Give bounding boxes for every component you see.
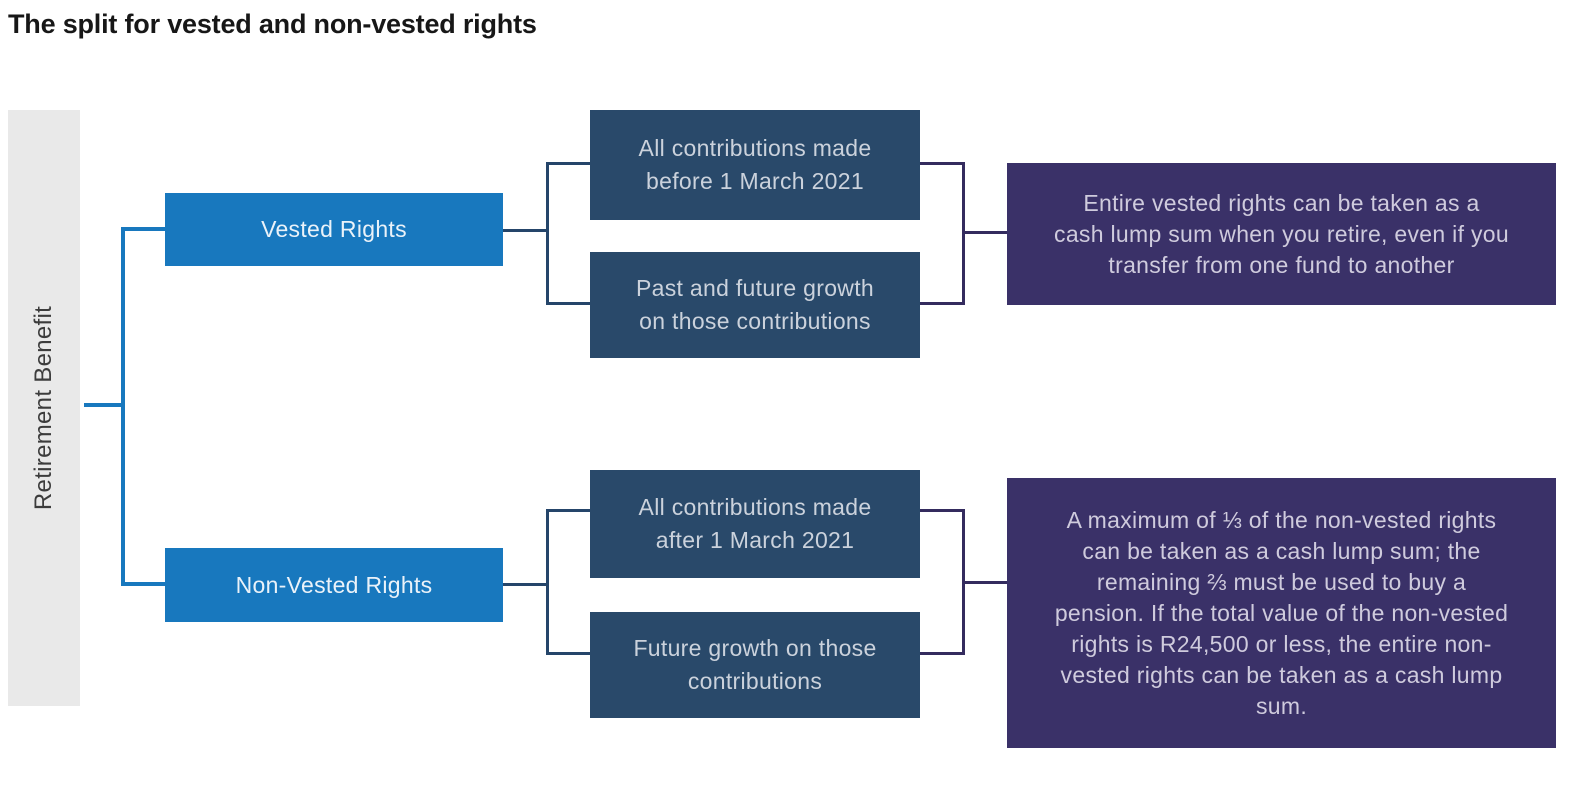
non-vested-component-1-node: All contributions made after 1 March 202… — [590, 470, 920, 578]
non-vested-merge-vertical-line — [962, 509, 965, 655]
vested-component-2-node: Past and future growth on those contribu… — [590, 252, 920, 358]
vested-component-1-merge-line — [920, 162, 962, 165]
vested-to-component-1-line — [549, 162, 590, 165]
non-vested-component-2-merge-line — [920, 652, 962, 655]
retirement-benefit-bar: Retirement Benefit — [8, 110, 80, 706]
non-vested-component-1-merge-line — [920, 509, 962, 512]
retirement-benefit-label: Retirement Benefit — [30, 305, 58, 511]
vested-component-2-merge-line — [920, 302, 962, 305]
root-bracket-vertical-line — [121, 227, 125, 586]
non-vested-to-component-1-line — [549, 509, 590, 512]
root-connector-line — [84, 403, 125, 407]
vested-bracket-vertical-line — [546, 162, 549, 305]
vested-merge-vertical-line — [962, 162, 965, 305]
vested-outcome-node: Entire vested rights can be taken as a c… — [1007, 163, 1556, 305]
non-vested-rights-node: Non-Vested Rights — [165, 548, 503, 622]
vested-rights-node: Vested Rights — [165, 193, 503, 266]
vested-to-component-2-line — [549, 302, 590, 305]
vested-out-line — [503, 229, 548, 232]
non-vested-to-component-2-line — [549, 652, 590, 655]
non-vested-outcome-node: A maximum of ⅓ of the non-vested rights … — [1007, 478, 1556, 748]
page-title: The split for vested and non-vested righ… — [8, 9, 537, 39]
root-to-vested-line — [125, 227, 165, 231]
non-vested-out-line — [503, 583, 548, 586]
non-vested-bracket-vertical-line — [546, 509, 549, 655]
vested-component-1-node: All contributions made before 1 March 20… — [590, 110, 920, 220]
non-vested-to-outcome-line — [965, 581, 1007, 584]
root-to-non-vested-line — [125, 582, 165, 586]
non-vested-component-2-node: Future growth on those contributions — [590, 612, 920, 718]
vested-to-outcome-line — [965, 231, 1007, 234]
